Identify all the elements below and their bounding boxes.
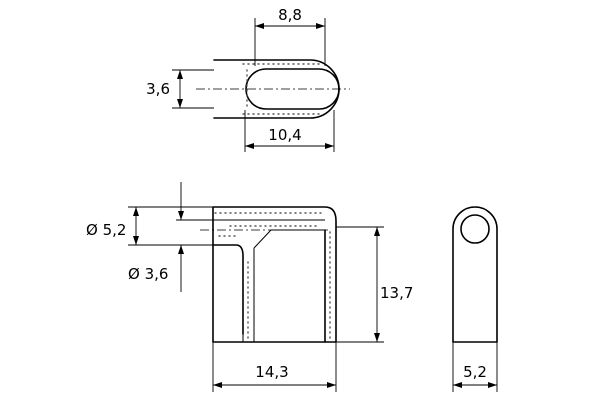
dim-8-8-arrow-right — [316, 23, 325, 29]
dim-d3-6-label: Ø 3,6 — [128, 265, 168, 283]
front-view-texture — [214, 212, 331, 339]
end-view: 5,2 — [452, 206, 498, 392]
dim-d5-2-arrow-bottom — [133, 236, 139, 245]
dim-3-6-arrow-top — [177, 70, 183, 79]
dim-14-3-arrow-right — [327, 382, 336, 388]
dim-10-4-arrow-right — [325, 143, 334, 149]
dim-8-8-label: 8,8 — [278, 6, 302, 24]
dim-d5-2-arrow-top — [133, 207, 139, 216]
dim-10-4-arrow-left — [245, 143, 254, 149]
dim-5-2-label: 5,2 — [463, 363, 487, 381]
dim-3-6-arrow-bottom — [177, 99, 183, 108]
dim-5-2-arrow-left — [453, 382, 462, 388]
front-view-inner-bore — [212, 229, 326, 343]
top-view-inner-slot — [245, 68, 340, 110]
end-view-body — [452, 206, 498, 343]
dim-5-2-arrow-right — [488, 382, 497, 388]
front-view: Ø 5,2 Ø 3,6 13,7 14,3 — [86, 182, 413, 392]
dim-d3-6-arrow-bottom — [178, 245, 184, 254]
end-view-bore — [460, 214, 490, 244]
dim-13-7-arrow-top — [374, 227, 380, 236]
dim-d3-6-arrow-top — [178, 211, 184, 220]
dim-14-3-arrow-left — [213, 382, 222, 388]
front-view-inner-wall — [213, 219, 325, 342]
dim-14-3-label: 14,3 — [255, 363, 288, 381]
top-view-texture — [242, 63, 321, 115]
dim-13-7-arrow-bottom — [374, 333, 380, 342]
dim-d5-2-label: Ø 5,2 — [86, 221, 126, 239]
dim-10-4-label: 10,4 — [268, 126, 301, 144]
dim-8-8-arrow-left — [255, 23, 264, 29]
front-view-outer-profile — [212, 206, 337, 343]
dim-13-7-label: 13,7 — [380, 284, 413, 302]
top-view: 8,8 3,6 10,4 — [146, 6, 350, 152]
dim-3-6-label: 3,6 — [146, 80, 170, 98]
